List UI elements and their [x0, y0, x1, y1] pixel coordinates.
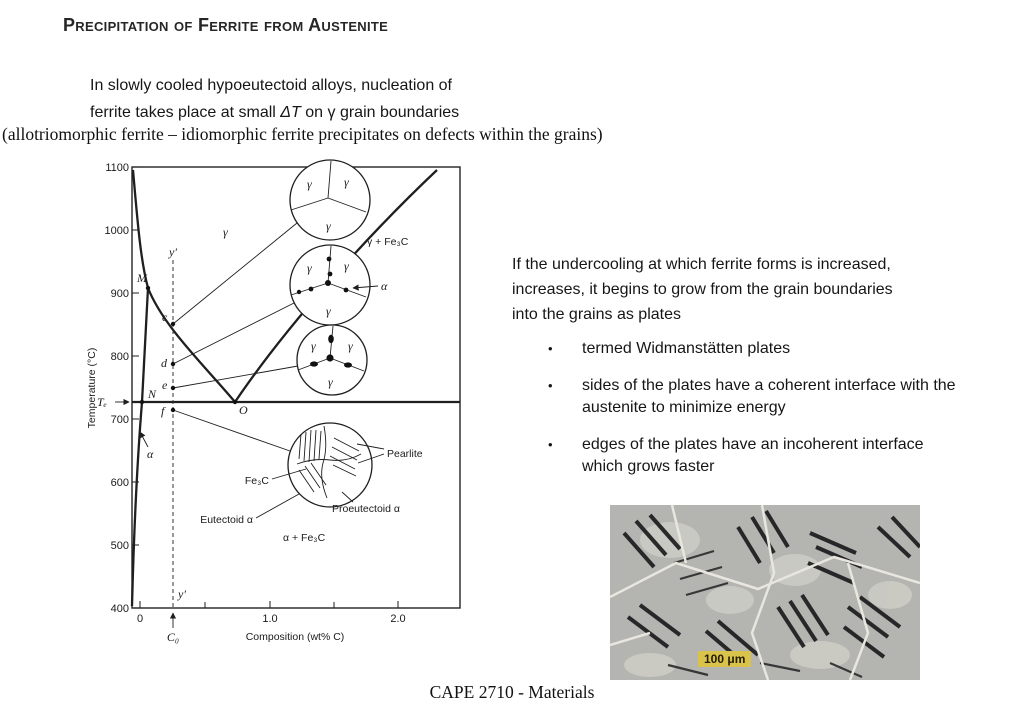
- gamma-label: γ: [311, 339, 316, 353]
- bullet-text: edges of the plates have an incoherent i…: [582, 436, 924, 475]
- eutectoid-alpha-label: Eutectoid α: [200, 514, 253, 526]
- bullet-item: • termed Widmanstätten plates: [548, 338, 958, 360]
- plot-frame: [131, 166, 461, 609]
- inset-alpha-growth: γ γ γ: [296, 324, 368, 396]
- x-tick: 2.0: [390, 613, 405, 625]
- y-tick: 1000: [105, 225, 129, 237]
- y-tick: 500: [111, 540, 129, 552]
- y-tick-labels: 1100 1000 900 800 700 600 500 400: [105, 162, 129, 615]
- y-axis-title: Temperature (°C): [86, 348, 98, 429]
- inset-pearlite: Pearlite Fe₃C Proeutectoid α Eutectoid α: [200, 422, 423, 526]
- y-tick: 600: [111, 477, 129, 489]
- micrograph-grain-boundaries: [610, 505, 920, 680]
- x-tick: 0: [137, 613, 143, 625]
- region-alpha-fe3c: α + Fe₃C: [283, 532, 326, 544]
- y-prime-top: y′: [168, 245, 177, 259]
- y-prime-bottom: y′: [177, 587, 186, 601]
- para-line-1: If the undercooling at which ferrite for…: [512, 256, 891, 273]
- undercooling-paragraph: If the undercooling at which ferrite for…: [512, 252, 893, 327]
- x-tick-labels: 0 1.0 2.0: [137, 613, 406, 625]
- delta-t: ΔT: [280, 104, 301, 121]
- micrograph-plates-thin: [667, 549, 863, 679]
- gamma-label: γ: [307, 261, 312, 275]
- bullet-marker: •: [548, 341, 553, 356]
- gamma-label: γ: [326, 304, 331, 318]
- point-c: c: [162, 310, 168, 324]
- y-tick: 400: [111, 603, 129, 615]
- point-M: M: [136, 271, 148, 285]
- region-gamma: γ: [223, 225, 228, 239]
- micrograph-image: 100 μm: [610, 505, 920, 680]
- alpha-label: α: [381, 279, 388, 293]
- point-N: N: [147, 387, 157, 401]
- scale-bar-label: 100 μm: [698, 651, 752, 667]
- gamma-label: γ: [344, 259, 349, 273]
- intro-line-1: In slowly cooled hypoeutectoid alloys, n…: [90, 77, 452, 94]
- bullet-marker: •: [548, 378, 553, 393]
- y-tick: 900: [111, 288, 129, 300]
- bullet-text: sides of the plates have a coherent inte…: [582, 377, 956, 416]
- point-O: O: [239, 403, 248, 417]
- region-alpha: α: [147, 447, 154, 461]
- point-e: e: [162, 378, 168, 392]
- proeutectoid-alpha-label: Proeutectoid α: [332, 503, 400, 515]
- point-f: f: [161, 404, 166, 418]
- micrograph-texture: [610, 505, 920, 680]
- gamma-label: γ: [344, 175, 349, 189]
- bullet-item: • edges of the plates have an incoherent…: [548, 434, 958, 478]
- inset-alpha-nucleation: γ γ γ α: [289, 244, 388, 326]
- intro-line-2-pre: ferrite takes place at small: [90, 104, 281, 121]
- intro-line-2: ferrite takes place at small ΔT on γ gra…: [90, 99, 459, 126]
- slide-title: Precipitation of Ferrite from Austenite: [63, 15, 389, 35]
- y-tick: 800: [111, 351, 129, 363]
- intro-paragraph: In slowly cooled hypoeutectoid alloys, n…: [90, 72, 459, 126]
- point-dots: [139, 285, 238, 413]
- region-gamma-fe3c: γ + Fe₃C: [367, 236, 409, 248]
- inset-gamma-grains: γ γ γ: [289, 159, 371, 241]
- point-d: d: [161, 356, 168, 370]
- para-line-2: increases, it begins to grow from the gr…: [512, 281, 893, 298]
- axis-ticks: [132, 166, 399, 609]
- bullet-list: • termed Widmanstätten plates • sides of…: [548, 338, 958, 493]
- c0-label: C₀: [167, 630, 179, 644]
- alpha-pointer: [139, 431, 149, 448]
- phase-diagram: 1100 1000 900 800 700 600 500 400 0 1.0 …: [86, 159, 461, 644]
- course-footer: CAPE 2710 - Materials: [429, 682, 595, 702]
- para-line-3: into the grains as plates: [512, 306, 681, 323]
- y-tick: 1100: [105, 162, 129, 174]
- inset-leader-lines: [172, 222, 299, 452]
- gamma-label: γ: [326, 219, 331, 233]
- x-axis-title: Composition (wt% C): [246, 631, 345, 643]
- gamma-label: γ: [348, 339, 353, 353]
- pearlite-label: Pearlite: [387, 448, 423, 460]
- te-label: Tₑ: [97, 395, 107, 409]
- bullet-marker: •: [548, 437, 553, 452]
- parenthetical-note: (allotriomorphic ferrite – idiomorphic f…: [2, 124, 603, 144]
- bullet-text: termed Widmanstätten plates: [582, 340, 791, 357]
- gamma-label: γ: [328, 375, 333, 389]
- bullet-item: • sides of the plates have a coherent in…: [548, 375, 958, 419]
- intro-line-2-post: on γ grain boundaries: [300, 104, 460, 121]
- x-tick: 1.0: [262, 613, 277, 625]
- gamma-label: γ: [307, 177, 312, 191]
- micrograph-light-patches: [624, 522, 912, 677]
- fe3c-label: Fe₃C: [245, 475, 270, 487]
- y-tick: 700: [111, 414, 129, 426]
